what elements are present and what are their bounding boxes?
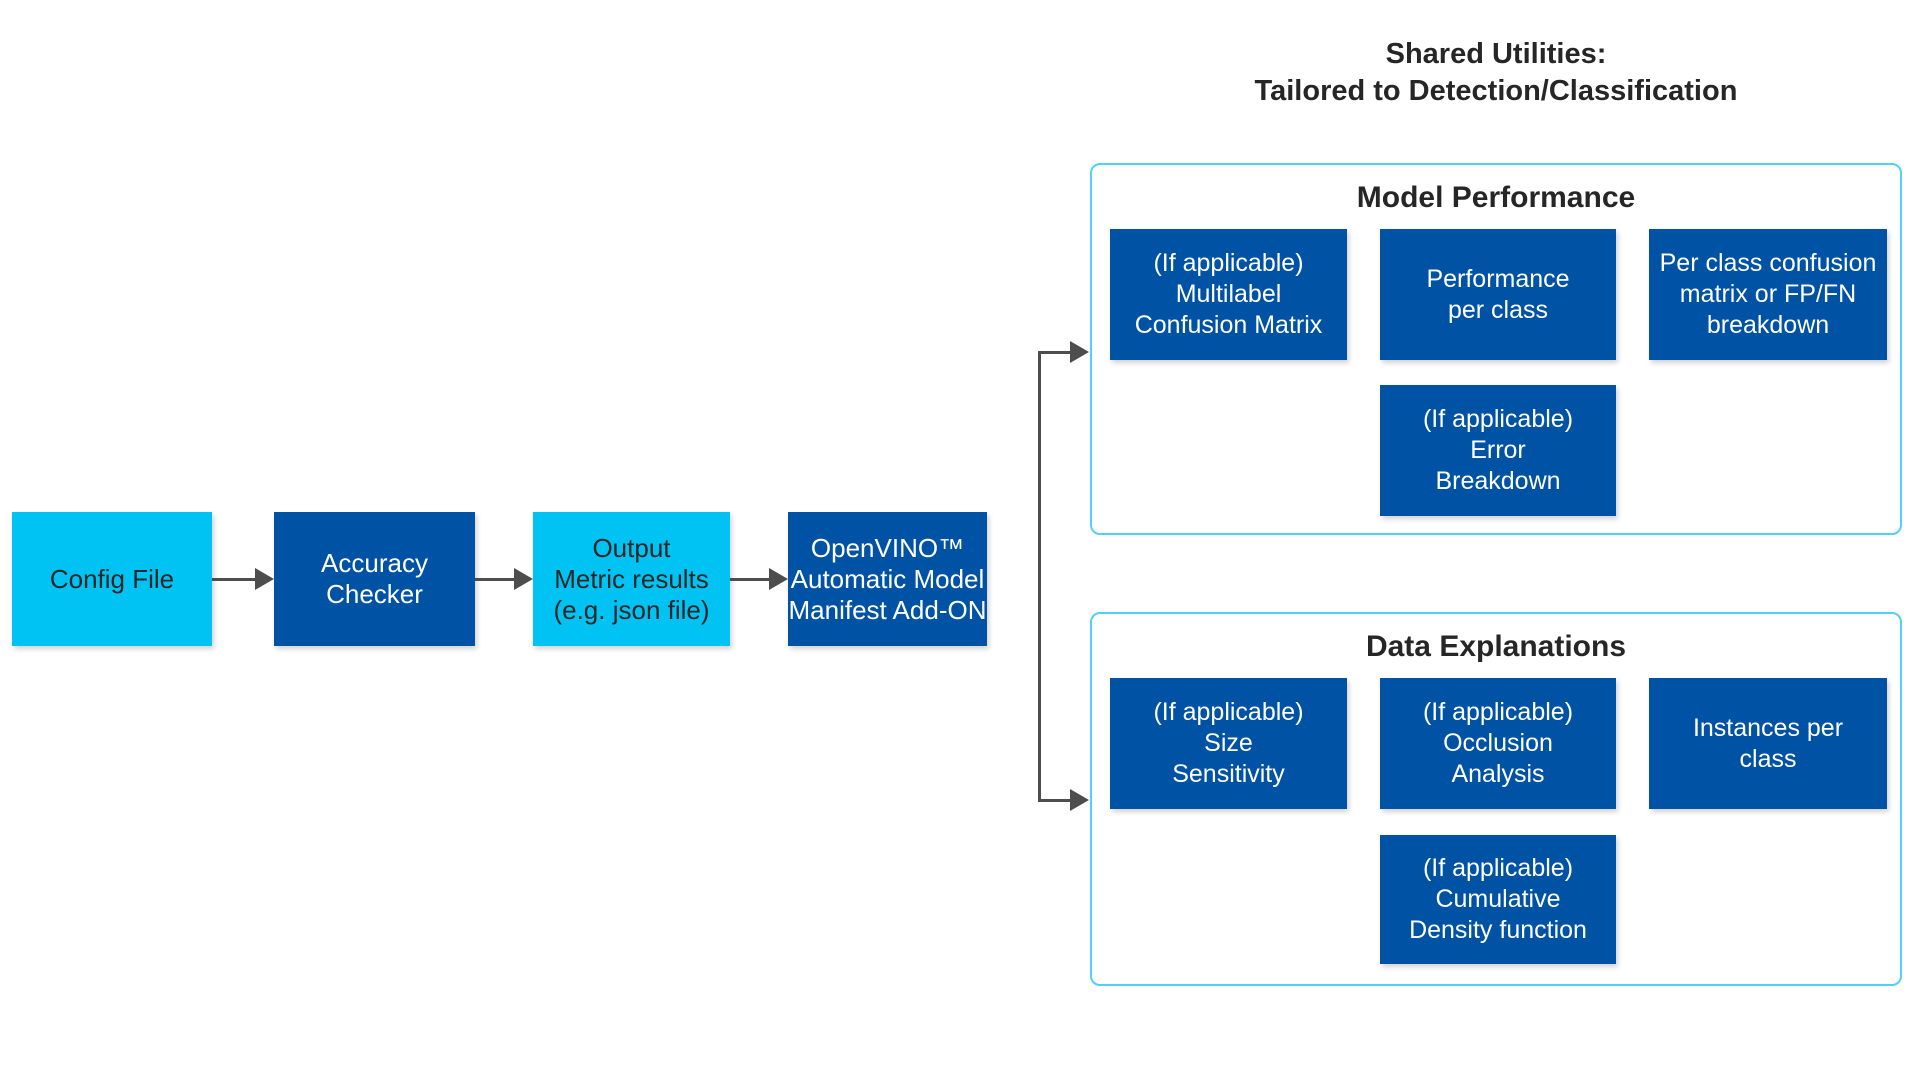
shared-utilities-header-line2: Tailored to Detection/Classification — [1254, 75, 1738, 107]
flow-box-accuracy-checker: Accuracy Checker — [274, 512, 475, 646]
arrow-line-2 — [475, 578, 517, 581]
shared-utilities-header-line1: Shared Utilities: — [1385, 38, 1607, 70]
arrow-head-icon — [1070, 341, 1089, 363]
branch-top-line — [1038, 351, 1071, 354]
utility-box-size-sensitivity: (If applicable) Size Sensitivity — [1110, 678, 1347, 809]
arrow-line-3 — [730, 578, 772, 581]
arrow-head-icon — [255, 568, 274, 590]
utility-box-occlusion-analysis: (If applicable) Occlusion Analysis — [1380, 678, 1616, 809]
arrow-head-icon — [514, 568, 533, 590]
utility-box-performance-per-class: Performance per class — [1380, 229, 1616, 360]
arrow-head-icon — [1070, 789, 1089, 811]
utility-box-multilabel-confusion-matrix: (If applicable) Multilabel Confusion Mat… — [1110, 229, 1347, 360]
utility-box-cumulative-density-function: (If applicable) Cumulative Density funct… — [1380, 835, 1616, 964]
panel-model-performance-title: Model Performance — [1356, 181, 1636, 214]
panel-data-explanations-title: Data Explanations — [1365, 630, 1627, 663]
shared-utilities-header: Shared Utilities: Tailored to Detection/… — [1090, 36, 1902, 110]
flow-box-output-metric-results: Output Metric results (e.g. json file) — [533, 512, 730, 646]
arrow-head-icon — [769, 568, 788, 590]
arrow-line-1 — [212, 578, 256, 581]
flow-box-openvino-manifest-addon: OpenVINO™ Automatic Model Manifest Add-O… — [788, 512, 987, 646]
branch-bottom-line — [1038, 799, 1071, 802]
utility-box-error-breakdown: (If applicable) Error Breakdown — [1380, 385, 1616, 516]
utility-box-per-class-confusion-matrix: Per class confusion matrix or FP/FN brea… — [1649, 229, 1887, 360]
panel-model-performance: Model Performance (If applicable) Multil… — [1090, 163, 1902, 535]
flow-box-config-file: Config File — [12, 512, 212, 646]
utility-box-instances-per-class: Instances per class — [1649, 678, 1887, 809]
branch-vertical-line — [1038, 351, 1041, 801]
panel-data-explanations: Data Explanations (If applicable) Size S… — [1090, 612, 1902, 986]
